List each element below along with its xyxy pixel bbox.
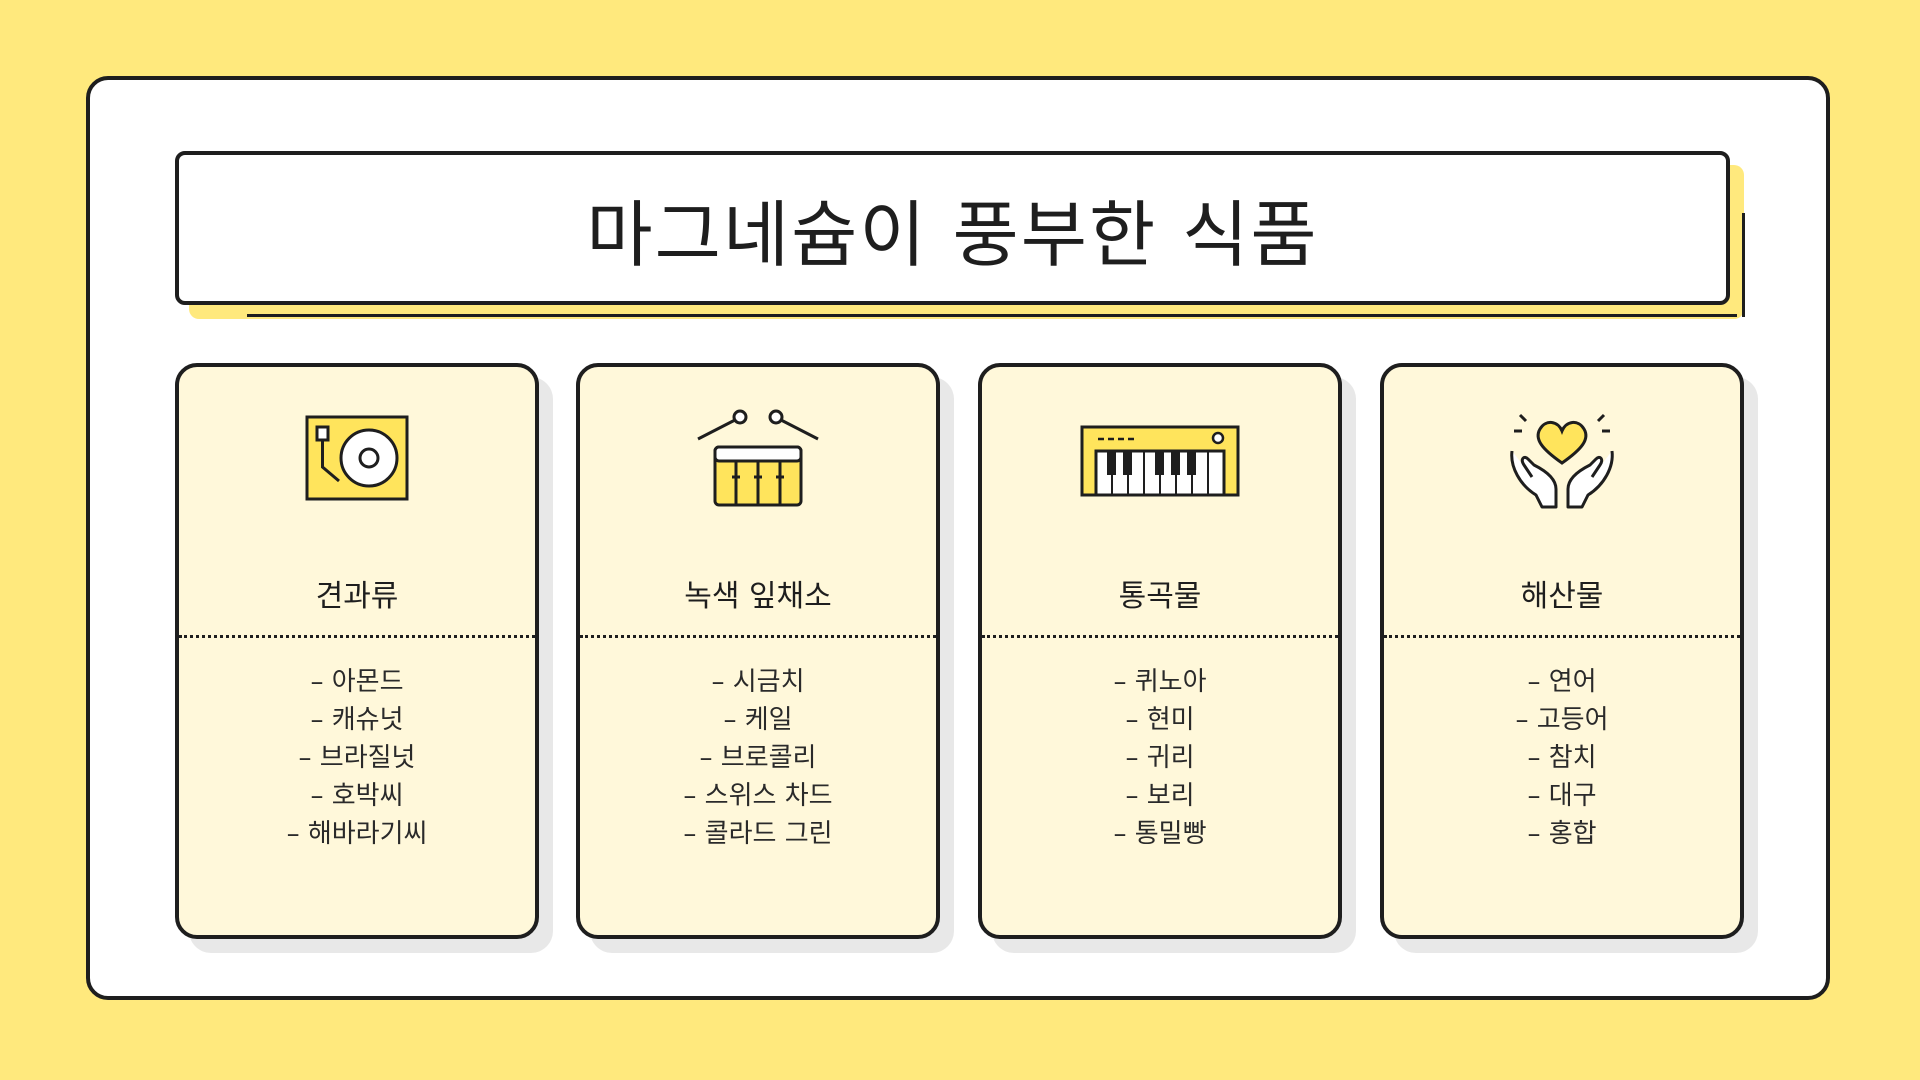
drum-icon: [697, 409, 819, 507]
list-item: – 캐슈넛: [310, 705, 404, 735]
card-title: 통곡물: [1118, 579, 1202, 614]
dotted-divider: [179, 635, 535, 638]
title-shadow-edge-right: [1742, 213, 1745, 317]
list-item: – 연어: [1527, 667, 1597, 697]
list-item: – 호박씨: [310, 781, 404, 811]
list-item: – 현미: [1125, 705, 1195, 735]
food-list: – 시금치 – 케일 – 브로콜리 – 스위스 차드 – 콜라드 그린: [580, 663, 936, 853]
card-title: 견과류: [315, 579, 399, 614]
card-nuts: 견과류 – 아몬드 – 캐슈넛 – 브라질넛 – 호박씨 – 해바라기씨: [175, 363, 553, 953]
keyboard-icon: [1080, 425, 1240, 497]
list-item: – 보리: [1125, 781, 1195, 811]
list-item: – 대구: [1527, 781, 1597, 811]
food-list: – 아몬드 – 캐슈넛 – 브라질넛 – 호박씨 – 해바라기씨: [179, 663, 535, 853]
dotted-divider: [1384, 635, 1740, 638]
list-item: – 아몬드: [310, 667, 404, 697]
title-shadow-edge: [247, 314, 1737, 317]
list-item: – 브라질넛: [298, 743, 416, 773]
card-leafy-greens: 녹색 잎채소 – 시금치 – 케일 – 브로콜리 – 스위스 차드 – 콜라드 …: [576, 363, 954, 953]
list-item: – 홍합: [1527, 819, 1597, 849]
card-body: 해산물 – 연어 – 고등어 – 참치 – 대구 – 홍합: [1380, 363, 1744, 939]
food-list: – 퀴노아 – 현미 – 귀리 – 보리 – 통밀빵: [982, 663, 1338, 853]
list-item: – 콜라드 그린: [683, 819, 833, 849]
list-item: – 케일: [723, 705, 793, 735]
card-whole-grains: 통곡물 – 퀴노아 – 현미 – 귀리 – 보리 – 통밀빵: [978, 363, 1356, 953]
card-body: 견과류 – 아몬드 – 캐슈넛 – 브라질넛 – 호박씨 – 해바라기씨: [175, 363, 539, 939]
title-banner: 마그네슘이 풍부한 식품: [175, 151, 1745, 319]
list-item: – 통밀빵: [1113, 819, 1207, 849]
list-item: – 시금치: [711, 667, 805, 697]
title-box: 마그네슘이 풍부한 식품: [175, 151, 1730, 305]
card-body: 녹색 잎채소 – 시금치 – 케일 – 브로콜리 – 스위스 차드 – 콜라드 …: [576, 363, 940, 939]
page-title: 마그네슘이 풍부한 식품: [586, 192, 1319, 277]
list-item: – 퀴노아: [1113, 667, 1207, 697]
food-list: – 연어 – 고등어 – 참치 – 대구 – 홍합: [1384, 663, 1740, 853]
list-item: – 고등어: [1515, 705, 1609, 735]
list-item: – 스위스 차드: [683, 781, 833, 811]
list-item: – 참치: [1527, 743, 1597, 773]
heart-hands-icon: [1510, 413, 1614, 509]
dotted-divider: [580, 635, 936, 638]
list-item: – 해바라기씨: [286, 819, 428, 849]
card-body: 통곡물 – 퀴노아 – 현미 – 귀리 – 보리 – 통밀빵: [978, 363, 1342, 939]
card-title: 해산물: [1520, 579, 1604, 614]
card-seafood: 해산물 – 연어 – 고등어 – 참치 – 대구 – 홍합: [1380, 363, 1758, 953]
card-title: 녹색 잎채소: [684, 579, 832, 614]
dotted-divider: [982, 635, 1338, 638]
list-item: – 브로콜리: [699, 743, 817, 773]
list-item: – 귀리: [1125, 743, 1195, 773]
turntable-icon: [305, 415, 409, 501]
